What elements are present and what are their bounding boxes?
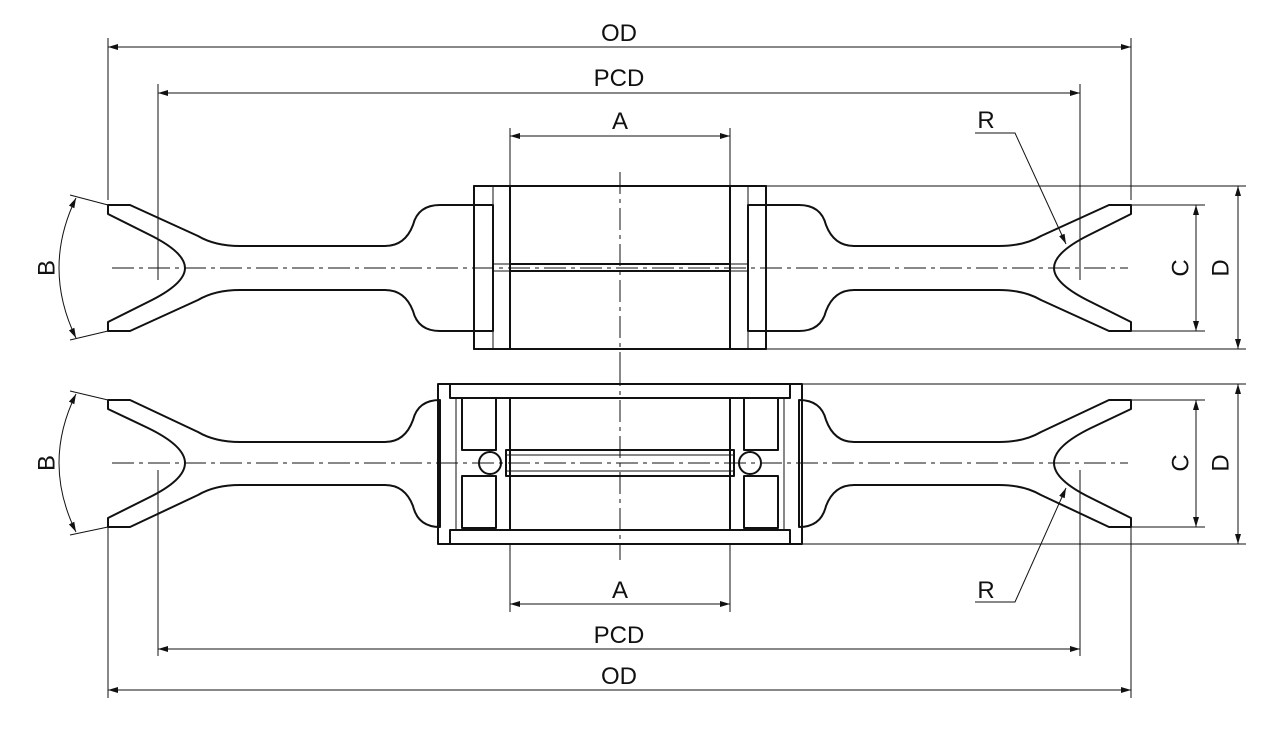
top-right-sheave-section	[747, 204, 1132, 332]
top-c-dimension: C	[1131, 204, 1205, 332]
bottom-a-dimension: A	[509, 544, 731, 612]
top-d-dimension: D	[766, 185, 1246, 350]
bottom-left-race-bottom	[461, 475, 497, 529]
bottom-b-angle-dimension: B	[33, 390, 109, 536]
top-view: OD PCD A	[33, 20, 1246, 364]
top-c-label: C	[1167, 259, 1194, 276]
bottom-d-label: D	[1207, 454, 1234, 471]
bottom-c-dimension: C	[1131, 399, 1205, 528]
top-a-label: A	[612, 108, 628, 135]
top-a-dimension: A	[509, 108, 731, 186]
bottom-od-dimension: OD	[107, 527, 1132, 698]
bottom-right-sheave-section	[798, 399, 1132, 528]
bottom-pcd-dimension: PCD	[157, 470, 1081, 656]
top-d-label: D	[1207, 259, 1234, 276]
bottom-c-label: C	[1167, 454, 1194, 471]
top-r-dimension: R	[975, 107, 1067, 245]
bottom-a-label: A	[612, 577, 628, 604]
bottom-b-label: B	[33, 455, 60, 471]
top-b-angle-dimension: B	[33, 194, 109, 341]
bottom-od-label: OD	[601, 663, 637, 690]
bottom-right-race-bottom	[743, 475, 779, 529]
top-r-label: R	[977, 107, 994, 134]
bottom-pcd-label: PCD	[594, 622, 645, 649]
bottom-r-label: R	[977, 577, 994, 604]
bottom-d-dimension: D	[802, 383, 1246, 545]
top-od-label: OD	[601, 20, 637, 47]
top-pcd-dimension: PCD	[157, 65, 1081, 280]
bottom-view: B R C D A	[33, 364, 1246, 698]
bottom-right-race-top	[743, 397, 779, 451]
bottom-r-dimension: R	[975, 487, 1067, 604]
top-left-sheave-section	[107, 204, 494, 332]
top-b-label: B	[33, 260, 60, 276]
top-od-dimension: OD	[107, 20, 1132, 200]
bottom-left-race-top	[461, 397, 497, 451]
top-pcd-label: PCD	[594, 65, 645, 92]
bottom-left-sheave-section	[107, 399, 441, 528]
